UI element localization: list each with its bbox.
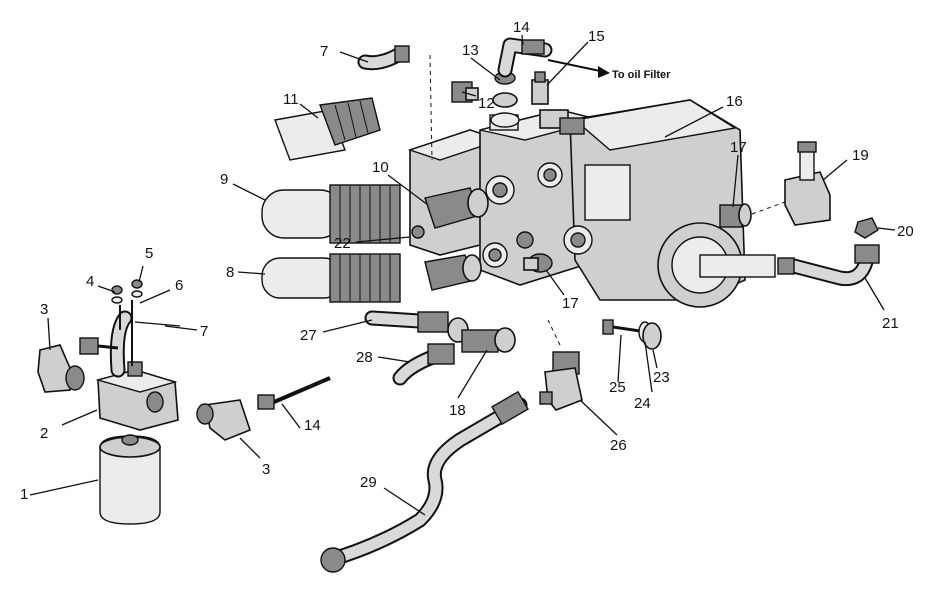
dashed-guide-26 <box>547 319 561 346</box>
fitting-17-lower <box>523 253 553 273</box>
fitting-bolt-left <box>79 337 119 355</box>
callout-2: 2 <box>40 425 48 442</box>
arrow-note: To oil Filter <box>612 69 671 81</box>
callout-17-lower: 17 <box>562 295 579 312</box>
callout-7-top: 7 <box>320 43 328 60</box>
filter-head-2 <box>95 361 179 431</box>
callout-3-lower: 3 <box>262 461 270 478</box>
callout-22: 22 <box>334 235 351 252</box>
fitting-12 <box>451 81 479 103</box>
callout-15: 15 <box>588 28 605 45</box>
tube-14-top <box>497 37 553 78</box>
bolt-14-left <box>257 376 331 410</box>
hose-21 <box>777 244 880 287</box>
pump-assembly <box>407 99 776 308</box>
tube-27 <box>364 310 469 343</box>
fitting-15 <box>531 71 549 105</box>
to-oil-filter-arrow: To oil Filter <box>547 59 671 81</box>
callout-16: 16 <box>726 93 743 110</box>
elbow-3-lower <box>196 399 251 441</box>
clamp-23 <box>642 322 662 350</box>
hose-9 <box>261 184 401 244</box>
tube-28 <box>392 343 455 386</box>
oil-filter-1 <box>99 434 161 525</box>
callout-20: 20 <box>897 223 914 240</box>
dashed-guide-19 <box>751 201 786 215</box>
callout-13: 13 <box>462 42 479 59</box>
callout-29: 29 <box>360 474 377 491</box>
fitting-17-right <box>719 203 752 228</box>
hose-8 <box>261 253 401 303</box>
callout-3-left: 3 <box>40 301 48 318</box>
callout-23: 23 <box>653 369 670 386</box>
callout-26: 26 <box>610 437 627 454</box>
elbow-26 <box>539 351 583 411</box>
callout-21: 21 <box>882 315 899 332</box>
callout-27: 27 <box>300 327 317 344</box>
callouts: 1 2 3 3 4 5 6 7 7 8 9 10 11 12 13 14 14 … <box>20 19 914 503</box>
fitting-13 <box>490 71 520 128</box>
dashed-guide-7 <box>429 54 433 161</box>
leader-lines <box>29 34 896 516</box>
callout-9: 9 <box>220 171 228 188</box>
callout-24: 24 <box>634 395 651 412</box>
fitting-10 <box>424 187 489 229</box>
callout-19: 19 <box>852 147 869 164</box>
callout-17-right: 17 <box>730 139 747 156</box>
callout-18: 18 <box>449 402 466 419</box>
valve-19 <box>784 141 831 226</box>
fitting-lower <box>424 254 482 291</box>
callout-6: 6 <box>175 277 183 294</box>
callout-1: 1 <box>20 486 28 503</box>
callout-7-left: 7 <box>200 323 208 340</box>
callout-8: 8 <box>226 264 234 281</box>
callout-11: 11 <box>283 91 299 108</box>
callout-14-left: 14 <box>304 417 321 434</box>
fitting-18 <box>461 327 516 353</box>
plug-20 <box>854 217 879 239</box>
callout-4: 4 <box>86 273 94 290</box>
callout-14-top: 14 <box>513 19 530 36</box>
callout-28: 28 <box>356 349 373 366</box>
callout-5: 5 <box>145 245 153 262</box>
callout-12: 12 <box>478 95 495 112</box>
bolt-25 <box>602 319 641 335</box>
hose-29 <box>320 390 529 573</box>
fitting-3-left <box>37 344 85 393</box>
callout-25: 25 <box>609 379 626 396</box>
callout-10: 10 <box>372 159 389 176</box>
tube-7-left <box>109 310 181 378</box>
tube-7-top <box>357 45 410 71</box>
